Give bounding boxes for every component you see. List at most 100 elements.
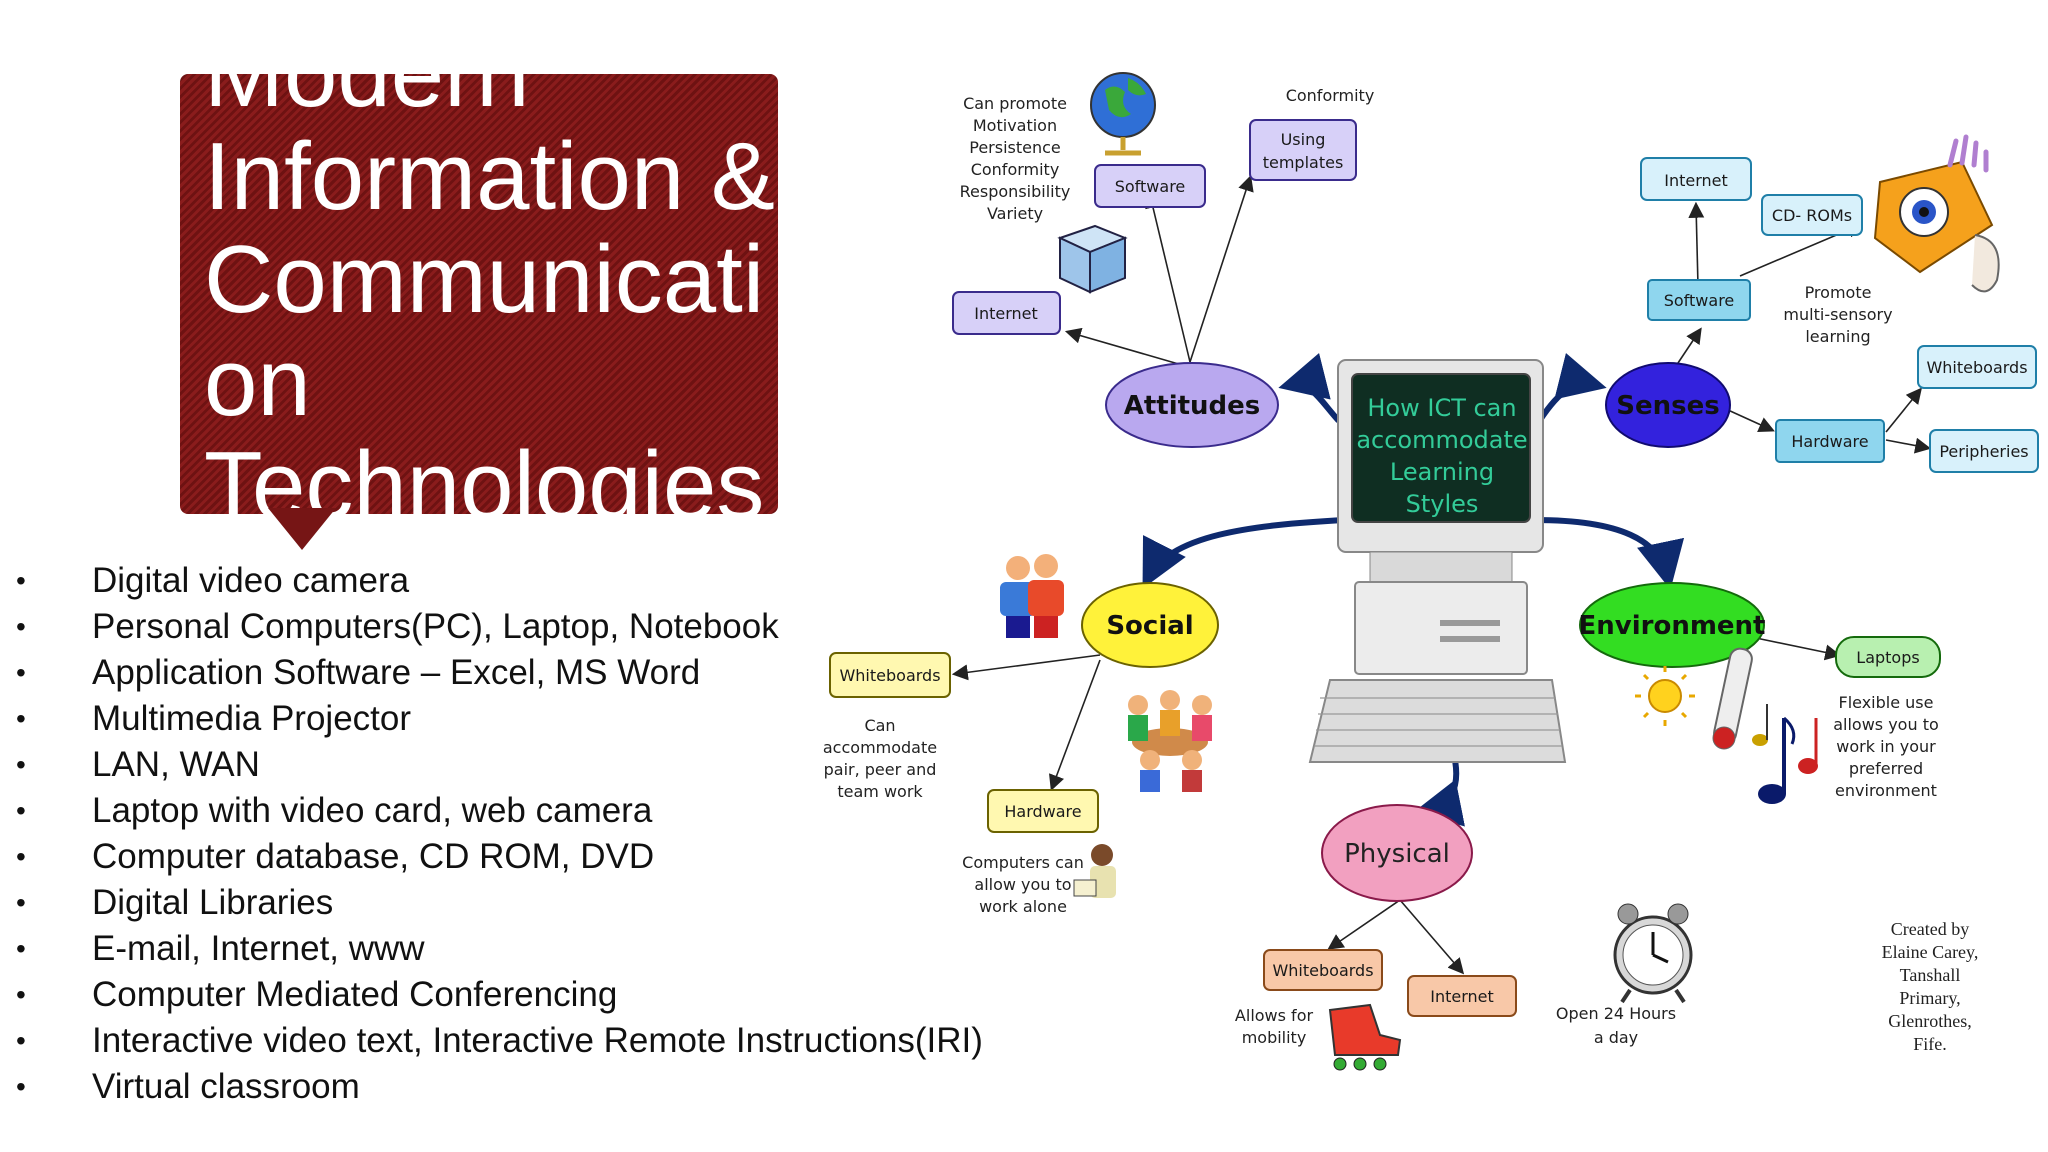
svg-text:Attitudes: Attitudes xyxy=(1124,391,1261,421)
attitudes-note: Can promote Motivation Persistence Confo… xyxy=(960,94,1071,223)
svg-text:Open 24 Hours: Open 24 Hours xyxy=(1556,1004,1676,1023)
svg-text:environment: environment xyxy=(1835,781,1937,800)
svg-text:Hardware: Hardware xyxy=(1004,802,1081,821)
svg-text:work in your: work in your xyxy=(1836,737,1936,756)
svg-text:Flexible use: Flexible use xyxy=(1839,693,1934,712)
svg-text:Can promote: Can promote xyxy=(963,94,1067,113)
globe-icon xyxy=(1090,72,1156,156)
svg-text:Software: Software xyxy=(1664,291,1735,310)
physical-internet-box: Internet xyxy=(1407,975,1517,1017)
svg-text:Peripheries: Peripheries xyxy=(1939,442,2028,461)
svg-text:Persistence: Persistence xyxy=(969,138,1061,157)
main-connectors xyxy=(1142,353,1685,827)
title-box: Modern Information & Communication Techn… xyxy=(180,74,778,514)
senses-cdroms-box: CD- ROMs xyxy=(1761,194,1863,236)
svg-text:How ICT can: How ICT can xyxy=(1367,394,1516,422)
svg-text:Laptops: Laptops xyxy=(1856,648,1919,667)
environment-laptops-box: Laptops xyxy=(1835,636,1941,678)
physical-whiteboards-box: Whiteboards xyxy=(1263,949,1383,991)
svg-text:Motivation: Motivation xyxy=(973,116,1057,135)
senses-hardware-box: Hardware xyxy=(1775,419,1885,463)
svg-text:Whiteboards: Whiteboards xyxy=(1272,961,1373,980)
attitudes-hub: Attitudes xyxy=(1105,362,1279,448)
rollerblade-icon xyxy=(1328,1003,1402,1071)
svg-text:Learning: Learning xyxy=(1390,458,1494,486)
senses-hub: Senses xyxy=(1605,362,1731,448)
svg-text:Styles: Styles xyxy=(1406,490,1479,518)
bullet-item: •Application Software – Excel, MS Word xyxy=(16,653,701,692)
conformity-label: Conformity xyxy=(1286,86,1375,105)
svg-text:Internet: Internet xyxy=(1430,987,1494,1006)
attitudes-software-box: Software xyxy=(1094,164,1206,208)
senses-whiteboards-box: Whiteboards xyxy=(1917,345,2037,389)
svg-text:team work: team work xyxy=(837,782,923,801)
physical-note-mobility: Allows for mobility xyxy=(1235,1006,1314,1047)
svg-text:Fife.: Fife. xyxy=(1913,1034,1947,1054)
svg-text:allow you to: allow you to xyxy=(974,875,1071,894)
open-box-icon xyxy=(1057,224,1128,294)
branch-arrows xyxy=(951,174,1932,975)
thermometer-icon xyxy=(1712,647,1753,750)
svg-text:Tanshall: Tanshall xyxy=(1900,965,1961,985)
svg-text:Using: Using xyxy=(1281,130,1326,149)
bullet-item: •Virtual classroom xyxy=(16,1067,360,1106)
title-callout-pointer xyxy=(268,508,336,550)
svg-text:Hardware: Hardware xyxy=(1791,432,1868,451)
bullet-item: •Personal Computers(PC), Laptop, Noteboo… xyxy=(16,607,779,646)
svg-text:Whiteboards: Whiteboards xyxy=(1926,358,2027,377)
social-hub: Social xyxy=(1081,582,1219,668)
bullet-item: •LAN, WAN xyxy=(16,745,260,784)
people-icon xyxy=(1000,554,1064,638)
svg-text:Glenrothes,: Glenrothes, xyxy=(1888,1011,1971,1031)
social-note-alone: Computers can allow you to work alone xyxy=(962,853,1084,916)
bullet-item: •Multimedia Projector xyxy=(16,699,411,738)
svg-text:Primary,: Primary, xyxy=(1899,988,1960,1008)
svg-text:Variety: Variety xyxy=(987,204,1043,223)
svg-text:Whiteboards: Whiteboards xyxy=(839,666,940,685)
social-note-teamwork: Can accommodate pair, peer and team work xyxy=(823,716,937,801)
svg-text:CD- ROMs: CD- ROMs xyxy=(1772,206,1852,225)
slide-title: Modern Information & Communication Techn… xyxy=(204,74,775,514)
physical-note-open: Open 24 Hours a day xyxy=(1556,1004,1676,1047)
svg-text:Computers can: Computers can xyxy=(962,853,1084,872)
bullet-item: •Digital video camera xyxy=(16,561,410,600)
senses-internet-box: Internet xyxy=(1640,157,1752,201)
svg-text:accommodate: accommodate xyxy=(823,738,937,757)
center-text: How ICT can accommodate Learning Styles xyxy=(1356,394,1527,518)
svg-text:Created by: Created by xyxy=(1891,919,1969,939)
senses-peripheries-box: Peripheries xyxy=(1929,429,2039,473)
senses-software-box: Software xyxy=(1647,279,1751,321)
svg-text:preferred: preferred xyxy=(1849,759,1923,778)
credit-text: Created by Elaine Carey, Tanshall Primar… xyxy=(1882,919,1979,1054)
svg-text:Social: Social xyxy=(1106,611,1193,641)
bullet-item: •Computer Mediated Conferencing xyxy=(16,975,618,1014)
svg-text:Conformity: Conformity xyxy=(971,160,1060,179)
ict-mind-map: How ICT can accommodate Learning Styles … xyxy=(823,72,2039,1071)
svg-text:Can: Can xyxy=(864,716,895,735)
environment-note: Flexible use allows you to work in your … xyxy=(1833,693,1939,800)
bullet-list: •Digital video camera •Personal Computer… xyxy=(0,558,983,1110)
social-hardware-box: Hardware xyxy=(987,789,1099,833)
sun-icon xyxy=(1635,666,1695,726)
svg-text:Environment: Environment xyxy=(1579,611,1766,641)
svg-text:templates: templates xyxy=(1263,153,1344,172)
svg-text:Software: Software xyxy=(1115,177,1186,196)
physical-hub: Physical xyxy=(1321,804,1473,902)
group-table-icon xyxy=(1128,690,1212,792)
svg-text:learning: learning xyxy=(1805,327,1870,346)
svg-text:a day: a day xyxy=(1594,1028,1638,1047)
bullet-item: •Laptop with video card, web camera xyxy=(16,791,653,830)
computer-icon xyxy=(1308,359,1567,763)
music-notes-icon xyxy=(1752,704,1818,804)
svg-text:Promote: Promote xyxy=(1805,283,1872,302)
environment-hub: Environment xyxy=(1579,582,1766,668)
bullet-item: •Computer database, CD ROM, DVD xyxy=(16,837,655,876)
svg-text:work alone: work alone xyxy=(979,897,1067,916)
svg-text:mobility: mobility xyxy=(1242,1028,1307,1047)
svg-text:Internet: Internet xyxy=(1664,171,1728,190)
svg-text:Physical: Physical xyxy=(1344,839,1450,869)
svg-text:accommodate: accommodate xyxy=(1356,426,1527,454)
svg-text:pair, peer and: pair, peer and xyxy=(824,760,937,779)
bullet-item: •Digital Libraries xyxy=(16,883,334,922)
alarm-clock-icon xyxy=(1613,903,1693,1004)
